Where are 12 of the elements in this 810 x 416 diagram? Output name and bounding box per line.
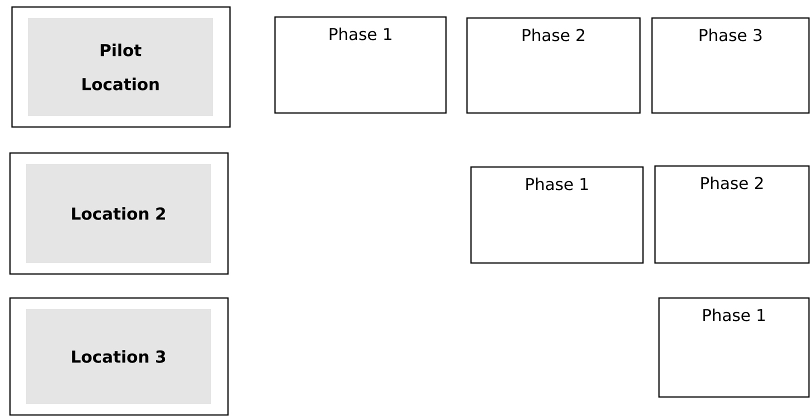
location-frame <box>9 152 229 275</box>
phase-box: Phase 2 <box>654 165 810 264</box>
location-label: Pilot Location <box>28 18 213 116</box>
phase-box: Phase 1 <box>658 297 810 398</box>
phase-box: Phase 1 <box>470 166 644 264</box>
location-label: Location 2 <box>26 164 211 263</box>
location-frame <box>9 297 229 416</box>
phase-box: Phase 3 <box>651 17 810 114</box>
location-frame <box>11 6 231 128</box>
phase-box: Phase 2 <box>466 17 641 114</box>
location-label: Location 3 <box>26 308 211 404</box>
phase-box: Phase 1 <box>274 16 447 114</box>
